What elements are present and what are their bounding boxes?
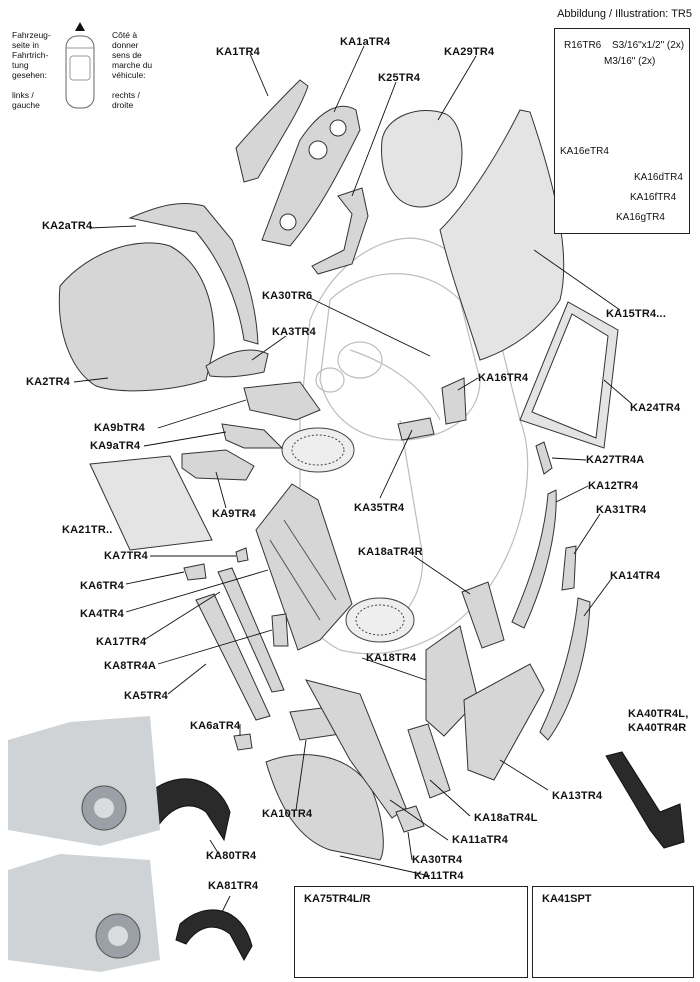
leader-lines — [73, 45, 633, 913]
label-ka12tr4: KA12TR4 — [588, 480, 639, 492]
part-ka1tr4-shape — [235, 79, 309, 183]
part-ka18atr4r-shape — [461, 581, 505, 649]
orientation-left-text: Fahrzeug- seite in Fahrtrich- tung geseh… — [12, 30, 51, 80]
part-ka7tr4-shape — [235, 547, 249, 563]
part-ka18atr4l-shape — [407, 723, 451, 799]
part-ka29tr4-shape — [381, 110, 463, 208]
label-ka6atr4: KA6aTR4 — [190, 720, 241, 732]
orientation-right-value: rechts / droite — [112, 90, 140, 110]
part-ka40tr4-shape — [605, 751, 685, 849]
part-ka15tr4-shape — [439, 109, 565, 361]
label-ka11atr4: KA11aTR4 — [452, 834, 509, 846]
label-ka13tr4: KA13TR4 — [552, 790, 603, 802]
label-ka7tr4: KA7TR4 — [104, 550, 148, 562]
inset-label-ka16gtr4: KA16gTR4 — [616, 212, 665, 223]
inset-label-r16tr6: R16TR6 — [564, 40, 602, 51]
label-ka11tr4: KA11TR4 — [414, 870, 464, 882]
orientation-left-value: links / gauche — [12, 90, 40, 110]
label-ka40tr4r: KA40TR4R — [628, 722, 687, 734]
part-ka21tr-shape — [89, 455, 213, 551]
part-ka2tr4-shape — [58, 242, 215, 392]
illustration-caption: Abbildung / Illustration: TR5 — [557, 8, 692, 20]
label-ka29tr4: KA29TR4 — [444, 46, 495, 58]
part-k25tr4-shape — [311, 187, 369, 275]
ka41-box — [532, 886, 694, 978]
part-ka35tr4-shape — [397, 417, 435, 441]
orientation-right-text: Côté à donner sens de marche du véhicule… — [112, 30, 153, 80]
label-ka10tr4: KA10TR4 — [262, 808, 313, 820]
label-ka4tr4: KA4TR4 — [80, 608, 124, 620]
part-ka13tr4-shape — [463, 663, 545, 781]
ka75-box — [294, 886, 528, 978]
part-ka16tr4-shape — [441, 377, 467, 425]
label-ka81tr4: KA81TR4 — [208, 880, 259, 892]
label-ka16tr4: KA16TR4 — [478, 372, 529, 384]
label-ka15tr4: KA15TR4... — [606, 308, 667, 320]
label-ka2tr4: KA2TR4 — [26, 376, 70, 388]
part-ka11tr4-shape — [265, 754, 384, 861]
label-ka35tr4: KA35TR4 — [354, 502, 405, 514]
label-ka21tr: KA21TR.. — [62, 524, 113, 536]
label-ka1tr4: KA1TR4 — [216, 46, 260, 58]
rear-wheel-graphic — [345, 597, 415, 643]
part-ka8tr4a-shape — [271, 613, 289, 647]
part-ka2atr4-shape — [128, 203, 259, 345]
label-ka6tr4: KA6TR4 — [80, 580, 124, 592]
part-ka17tr4-shape — [217, 567, 285, 693]
label-ka5tr4: KA5TR4 — [124, 690, 168, 702]
label-ka1atr4: KA1aTR4 — [340, 36, 391, 48]
label-ka31tr4: KA31TR4 — [596, 504, 647, 516]
label-ka3tr4: KA3TR4 — [272, 326, 316, 338]
inset-label-ka16ftr4: KA16fTR4 — [630, 192, 677, 203]
car-body-ghost-outline — [291, 237, 529, 655]
part-ka5tr4-shape — [195, 593, 271, 721]
part-ka3tr4-shape — [205, 349, 269, 378]
label-k25tr4: K25TR4 — [378, 72, 421, 84]
label-ka18tr4: KA18TR4 — [366, 652, 417, 664]
ka75-box-title: KA75TR4L/R — [304, 893, 371, 905]
label-ka30tr4: KA30TR4 — [412, 854, 463, 866]
label-ka40tr4l: KA40TR4L, — [628, 708, 689, 720]
part-ka9btr4-shape — [243, 381, 321, 421]
label-ka18atr4r: KA18aTR4R — [358, 546, 423, 558]
label-ka24tr4: KA24TR4 — [630, 402, 681, 414]
part-ka31tr4-shape — [561, 545, 577, 591]
part-ka27tr4a-shape — [535, 441, 553, 475]
label-ka80tr4: KA80TR4 — [206, 850, 257, 862]
part-ka6atr4-shape — [233, 733, 253, 751]
part-ka9tr4-shape — [181, 449, 255, 481]
front-wheel-graphic — [281, 427, 355, 473]
inset-label-screw: S3/16"x1/2" (2x) — [612, 40, 685, 51]
part-ka14tr4-shape — [539, 597, 591, 741]
inset-label-ka16dtr4: KA16dTR4 — [634, 172, 683, 183]
part-ka12tr4-shape — [511, 489, 557, 629]
part-ka81tr4-shape — [175, 909, 253, 962]
photo-rear-car — [8, 854, 160, 972]
label-ka9tr4: KA9TR4 — [212, 508, 256, 520]
label-ka27tr4a: KA27TR4A — [586, 454, 645, 466]
hardware-inset-box — [554, 28, 690, 234]
inset-label-nut: M3/16" (2x) — [604, 56, 656, 67]
photo-front-car — [8, 716, 160, 846]
part-ka30tr4-shape — [395, 805, 425, 833]
ka41-box-title: KA41SPT — [542, 893, 592, 905]
part-ka80tr4-shape — [145, 778, 231, 842]
label-ka14tr4: KA14TR4 — [610, 570, 661, 582]
orientation-car-icon — [65, 22, 95, 109]
label-ka2atr4: KA2aTR4 — [42, 220, 93, 232]
label-ka17tr4: KA17TR4 — [96, 636, 147, 648]
part-ka1atr4-shape — [261, 105, 361, 247]
label-ka8tr4a: KA8TR4A — [104, 660, 157, 672]
part-ka4tr4-shape — [255, 483, 353, 651]
part-ka6tr4-shape — [183, 563, 207, 581]
inset-label-ka16etr4: KA16eTR4 — [560, 146, 609, 157]
label-ka9atr4: KA9aTR4 — [90, 440, 141, 452]
label-ka9btr4: KA9bTR4 — [94, 422, 145, 434]
label-ka30tr6: KA30TR6 — [262, 290, 313, 302]
part-ka9atr4-shape — [221, 423, 284, 449]
label-ka18atr4l: KA18aTR4L — [474, 812, 538, 824]
